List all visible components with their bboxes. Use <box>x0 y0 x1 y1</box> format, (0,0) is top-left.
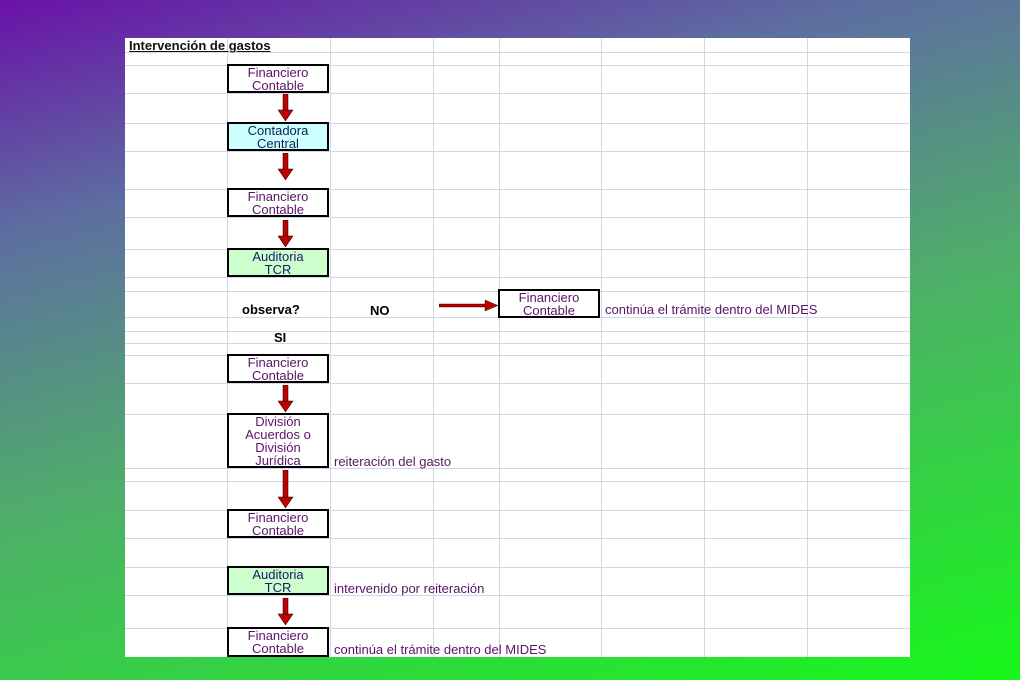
box-financiero-contable-3: Financiero Contable <box>227 354 329 383</box>
grid-line <box>125 538 910 539</box>
decision-question: observa? <box>242 302 300 317</box>
spreadsheet: Intervención de gastos Financiero Contab… <box>125 38 910 657</box>
box-auditoria-tcr-1: Auditoria TCR <box>227 248 329 277</box>
grid-line <box>125 217 910 218</box>
diagram-title: Intervención de gastos <box>129 38 271 53</box>
grid-line <box>125 151 910 152</box>
box-division-acuerdos-juridica: División Acuerdos o División Jurídica <box>227 413 329 468</box>
grid-line <box>125 468 910 469</box>
grid-line <box>125 510 910 511</box>
grid-line <box>601 38 602 657</box>
box-auditoria-tcr-2: Auditoria TCR <box>227 566 329 595</box>
note-continua-tramite: continúa el trámite dentro del MIDES <box>605 302 818 317</box>
grid-line <box>807 38 808 657</box>
grid-line <box>125 628 910 629</box>
grid-line <box>125 277 910 278</box>
arrow-down-2 <box>278 153 294 181</box>
grid-line <box>125 383 910 384</box>
note-intervenido-reiteracion: intervenido por reiteración <box>334 581 485 596</box>
arrow-right-no <box>439 299 499 312</box>
grid-line <box>125 65 910 66</box>
grid-line <box>125 93 910 94</box>
decision-no-label: NO <box>370 303 390 318</box>
arrow-down-4 <box>278 385 294 413</box>
grid-line <box>125 481 910 482</box>
grid-line <box>125 123 910 124</box>
grid-line <box>125 189 910 190</box>
grid-line <box>125 355 910 356</box>
box-financiero-contable-5: Financiero Contable <box>227 627 329 657</box>
decision-si-label: SI <box>274 330 287 345</box>
arrow-down-6 <box>278 598 294 626</box>
box-financiero-contable-no: Financiero Contable <box>498 289 600 318</box>
box-contadora-central: Contadora Central <box>227 122 329 151</box>
note-continua-tramite-final: continúa el trámite dentro del MIDES <box>334 642 547 657</box>
box-financiero-contable-4: Financiero Contable <box>227 509 329 538</box>
grid-line <box>499 38 500 657</box>
note-reiteracion-gasto: reiteración del gasto <box>334 454 452 469</box>
grid-line <box>125 52 910 53</box>
grid-line <box>125 249 910 250</box>
grid-line <box>330 38 331 657</box>
arrow-down-3 <box>278 220 294 248</box>
grid-line <box>433 38 434 657</box>
grid-line <box>125 567 910 568</box>
box-financiero-contable-1: Financiero Contable <box>227 64 329 93</box>
grid-line <box>227 38 228 657</box>
grid-line <box>125 331 910 332</box>
grid-line <box>125 414 910 415</box>
grid-line <box>125 343 910 344</box>
grid-line <box>125 595 910 596</box>
arrow-down-5 <box>278 470 294 509</box>
arrow-down-1 <box>278 94 294 122</box>
box-financiero-contable-2: Financiero Contable <box>227 188 329 217</box>
grid-line <box>704 38 705 657</box>
